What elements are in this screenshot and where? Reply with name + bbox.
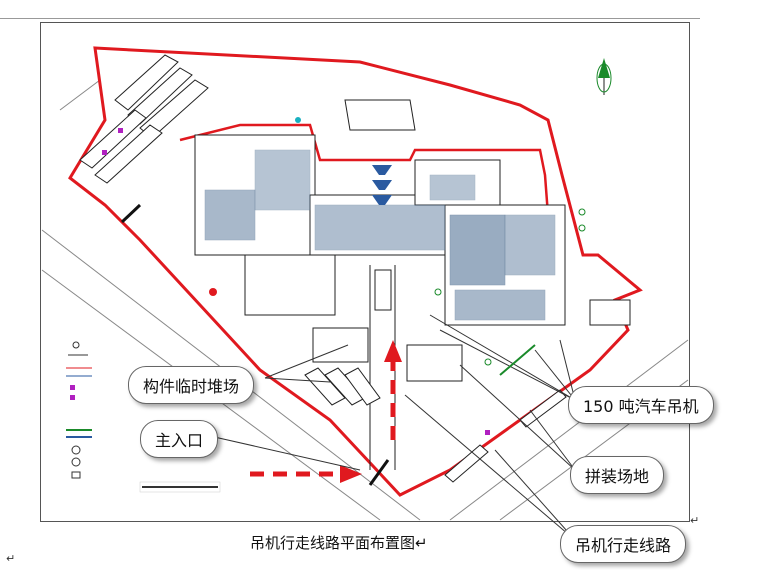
callout-main-entrance: 主入口 xyxy=(140,420,219,458)
roof-structures xyxy=(204,149,556,321)
dormitory-blocks xyxy=(79,54,209,184)
return-symbol: ↵ xyxy=(415,534,428,552)
storage-yard-blocks xyxy=(304,367,567,483)
site-markers xyxy=(102,117,586,435)
callout-assembly-area: 拼装场地 xyxy=(570,456,665,494)
figure-caption: 吊机行走线路平面布置图↵ xyxy=(250,532,428,553)
legend-title-box xyxy=(139,481,221,493)
figure-caption-text: 吊机行走线路平面布置图 xyxy=(250,534,416,552)
centre-stairs xyxy=(372,165,392,205)
north-arrow-icon xyxy=(596,58,612,95)
side-gate xyxy=(120,203,142,224)
callout-pointers xyxy=(209,314,576,541)
callout-storage-yard: 构件临时堆场 xyxy=(128,366,255,404)
crane-route xyxy=(250,340,402,483)
legend xyxy=(66,341,92,479)
yard-rectangles xyxy=(312,327,463,382)
frame-return-mark: ↵ xyxy=(690,514,700,527)
top-building xyxy=(344,99,631,326)
header-rule xyxy=(0,18,700,19)
inner-boundary xyxy=(179,123,550,216)
corner-return-mark: ↵ xyxy=(6,552,16,565)
callout-truck-crane: 150 吨汽车吊机 xyxy=(568,386,714,424)
entrance-gate xyxy=(368,459,390,486)
callout-crane-route: 吊机行走线路 xyxy=(560,525,687,563)
